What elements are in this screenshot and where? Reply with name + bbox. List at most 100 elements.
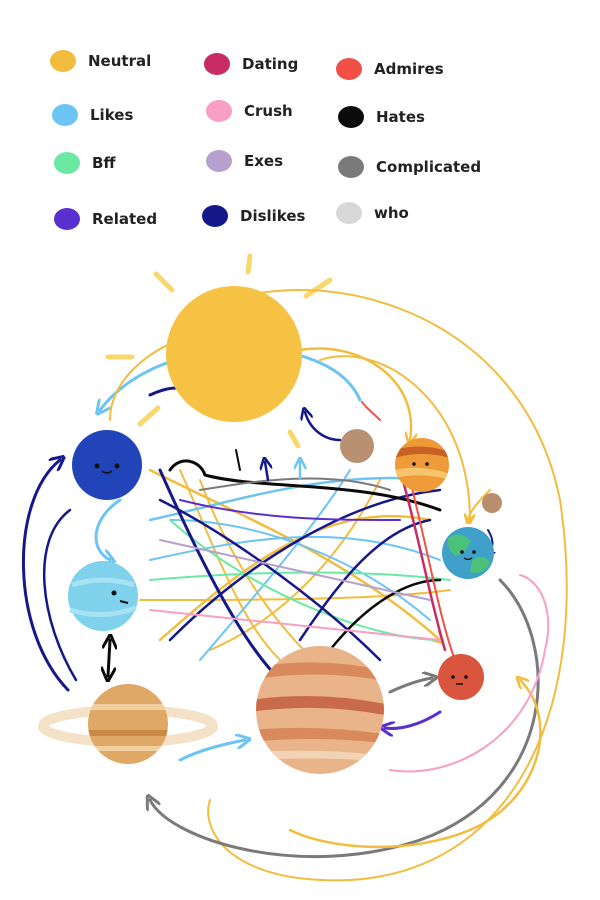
legend-label-dislikes: Dislikes — [240, 207, 306, 225]
jupiter-band — [256, 662, 384, 682]
legend-label-bff: Bff — [92, 154, 116, 172]
sun — [166, 286, 302, 422]
line-likes — [178, 740, 245, 762]
line-complicated — [388, 678, 432, 694]
neptune-eye — [114, 463, 120, 469]
venus — [395, 438, 449, 492]
saturn-band — [88, 730, 168, 736]
earth-land — [470, 556, 490, 573]
line-hates — [108, 640, 110, 676]
saturn-band — [88, 704, 168, 710]
line-hates — [168, 459, 442, 512]
arc-dislikes — [21, 460, 70, 692]
legend-item-complicated: Complicated — [338, 156, 481, 178]
line-complicated — [199, 477, 391, 491]
jupiter — [256, 646, 384, 774]
line-hates — [328, 578, 442, 652]
line-dislikes — [265, 462, 268, 482]
legend-item-dislikes: Dislikes — [202, 205, 305, 227]
arc-neutral — [298, 347, 411, 440]
mars-eye — [464, 675, 468, 679]
line-related — [179, 499, 401, 521]
saturn — [38, 684, 218, 764]
legend-item-related: Related — [54, 208, 157, 230]
uranus-mark — [119, 600, 129, 604]
arc-neutral — [319, 355, 470, 520]
neptune-smile — [101, 470, 113, 474]
arc-admires — [361, 401, 381, 421]
line-related — [385, 710, 442, 728]
related-swatch — [54, 208, 80, 230]
complicated-swatch — [338, 156, 364, 178]
legend-item-neutral: Neutral — [50, 50, 151, 72]
line-dislikes — [158, 498, 382, 662]
earth-smile — [463, 557, 473, 561]
legend-label-neutral: Neutral — [88, 52, 152, 70]
jupiter-band — [256, 727, 384, 744]
legend-item-likes: Likes — [52, 104, 133, 126]
neptune-eye — [94, 463, 100, 469]
arc-neutral — [179, 289, 568, 882]
mars — [438, 654, 484, 700]
uranus-eye — [111, 590, 117, 596]
line-likes — [169, 519, 431, 621]
sun-ray — [137, 405, 161, 427]
legend-label-admires: Admires — [374, 60, 444, 78]
line-hates — [235, 449, 241, 471]
line-crush — [149, 609, 441, 641]
earth-eye — [472, 550, 476, 554]
bff-swatch — [54, 152, 80, 174]
saturn-body — [88, 684, 168, 764]
relationship-lines — [94, 449, 492, 762]
line-neutral — [179, 469, 281, 661]
legend-label-exes: Exes — [244, 152, 284, 170]
jupiter-body — [256, 646, 384, 774]
line-bff — [149, 571, 451, 581]
arc-neutral — [288, 680, 542, 849]
mercury — [340, 429, 374, 463]
line-likes — [149, 535, 441, 561]
legend-item-dating: Dating — [204, 53, 298, 75]
venus-eye — [425, 462, 429, 466]
mars-body — [438, 654, 484, 700]
legend-label-complicated: Complicated — [376, 158, 482, 176]
venus-band — [395, 467, 449, 480]
neptune-body — [72, 430, 142, 500]
line-neutral — [158, 514, 432, 642]
legend-item-bff: Bff — [54, 152, 116, 174]
earth-land — [447, 534, 470, 556]
earth — [442, 527, 494, 579]
exes-swatch — [206, 150, 232, 172]
line-dating — [398, 468, 447, 652]
arc-crush — [389, 574, 550, 773]
venus-band — [395, 446, 449, 458]
sun-rays — [105, 253, 333, 449]
neutral-swatch — [50, 50, 76, 72]
sun-ray — [245, 253, 253, 275]
sun-ray — [287, 429, 301, 449]
legend-item-crush: Crush — [206, 100, 293, 122]
legend-label-crush: Crush — [244, 102, 293, 120]
legend-item-admires: Admires — [336, 58, 444, 80]
legend-item-who: who — [336, 202, 409, 224]
uranus-body — [68, 561, 138, 631]
venus-body — [395, 438, 449, 492]
sun-ray — [303, 277, 333, 299]
jupiter-band — [256, 750, 384, 762]
dislikes-swatch — [202, 205, 228, 227]
arc-dislikes — [305, 412, 342, 442]
likes-swatch — [52, 104, 78, 126]
line-neutral — [468, 489, 491, 520]
who-swatch — [336, 202, 362, 224]
neptune — [72, 430, 142, 500]
sun-ray — [153, 271, 175, 293]
line-dislikes — [168, 488, 442, 642]
mars-eye — [451, 675, 455, 679]
crush-swatch — [206, 100, 232, 122]
line-admires — [409, 479, 456, 661]
arc-dislikes — [42, 508, 78, 682]
legend-label-dating: Dating — [242, 55, 299, 73]
hates-swatch — [338, 106, 364, 128]
